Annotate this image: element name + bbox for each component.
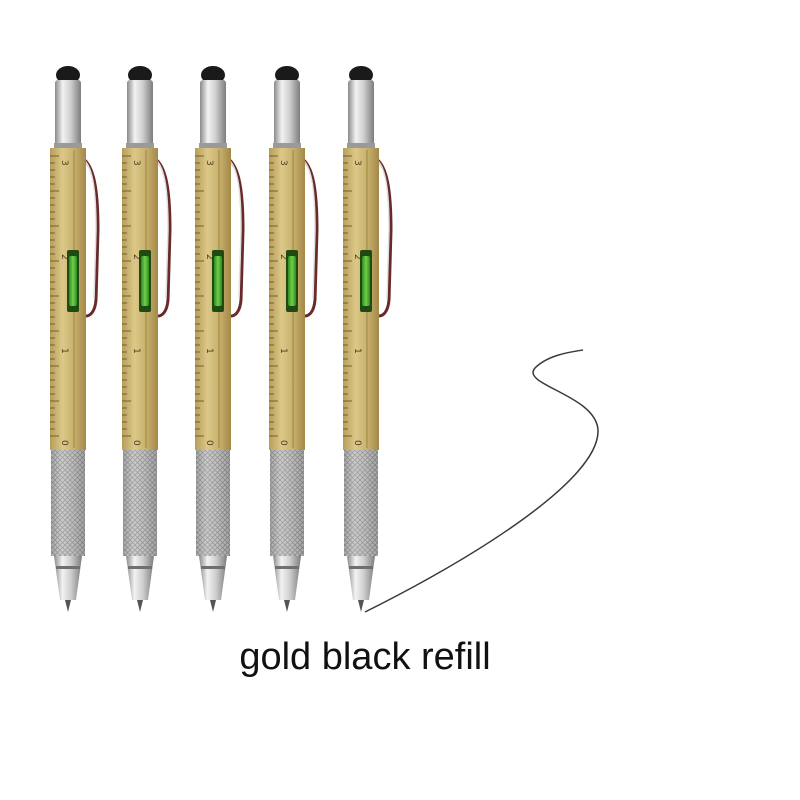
chrome-cap (274, 80, 300, 146)
stylus-tip (56, 66, 80, 84)
chrome-cap (127, 80, 153, 146)
ruler-number: 2 (59, 254, 69, 260)
chrome-cap (200, 80, 226, 146)
ballpoint-tip (137, 600, 143, 612)
pen-4: 3 2 1 0 (269, 66, 319, 612)
ruler-number: 1 (204, 348, 214, 354)
stylus-tip (275, 66, 299, 84)
ruler-number: 3 (59, 160, 69, 166)
pocket-clip-highlight (155, 159, 169, 299)
ruler-number: 0 (59, 440, 69, 446)
pocket-clip-highlight (83, 159, 97, 299)
ruler-number: 2 (204, 254, 214, 260)
ballpoint-tip (284, 600, 290, 612)
stylus-tip (201, 66, 225, 84)
ruler-number: 1 (59, 348, 69, 354)
pocket-clip (153, 156, 172, 318)
ruler-number: 2 (352, 254, 362, 260)
ballpoint-tip (65, 600, 71, 612)
grip-shine (196, 450, 230, 556)
tip-ring (275, 566, 299, 569)
ruler-number: 3 (278, 160, 288, 166)
tip-cone (54, 556, 82, 600)
pen-3: 3 2 1 0 (195, 66, 245, 612)
pen-2: 3 2 1 0 (122, 66, 172, 612)
tip-cone (126, 556, 154, 600)
stylus-tip (128, 66, 152, 84)
pocket-clip-highlight (228, 159, 242, 299)
grip-shine (270, 450, 304, 556)
spirit-level-bubble (141, 256, 149, 306)
tip-ring (128, 566, 152, 569)
tip-cone (273, 556, 301, 600)
ruler-number: 3 (352, 160, 362, 166)
cap-ring (273, 143, 301, 149)
ruler-number: 1 (352, 348, 362, 354)
tip-cone (199, 556, 227, 600)
pocket-clip (374, 156, 393, 318)
pocket-clip (81, 156, 100, 318)
ruler-number: 0 (131, 440, 141, 446)
pocket-clip (300, 156, 319, 318)
pocket-clip-highlight (302, 159, 316, 299)
chrome-cap (55, 80, 81, 146)
cap-ring (347, 143, 375, 149)
grip-shine (123, 450, 157, 556)
ruler-number: 0 (204, 440, 214, 446)
tip-ring (349, 566, 373, 569)
pen-5: 3 2 1 0 (343, 66, 393, 612)
cap-ring (126, 143, 154, 149)
cap-ring (199, 143, 227, 149)
stylus-tip (349, 66, 373, 84)
product-caption: gold black refill (239, 636, 491, 678)
ink-scribble-line (364, 349, 599, 613)
grip-shine (344, 450, 378, 556)
ruler-number: 0 (278, 440, 288, 446)
tip-ring (201, 566, 225, 569)
spirit-level-bubble (214, 256, 222, 306)
ruler-number: 3 (204, 160, 214, 166)
ruler-number: 0 (352, 440, 362, 446)
tip-ring (56, 566, 80, 569)
pocket-clip-highlight (376, 159, 390, 299)
ruler-number: 1 (278, 348, 288, 354)
grip-shine (51, 450, 85, 556)
ruler-number: 2 (278, 254, 288, 260)
spirit-level-bubble (362, 256, 370, 306)
ruler-number: 2 (131, 254, 141, 260)
pocket-clip (226, 156, 245, 318)
spirit-level-bubble (69, 256, 77, 306)
ballpoint-tip (210, 600, 216, 612)
pen-1: 3 2 1 0 (50, 66, 100, 612)
spirit-level-bubble (288, 256, 296, 306)
ruler-number: 1 (131, 348, 141, 354)
chrome-cap (348, 80, 374, 146)
ruler-number: 3 (131, 160, 141, 166)
tip-cone (347, 556, 375, 600)
ballpoint-tip (358, 600, 364, 612)
cap-ring (54, 143, 82, 149)
pens-group: 3 2 1 0 3 2 1 0 3 2 1 0 3 2 1 0 3 2 1 0 (50, 66, 393, 612)
